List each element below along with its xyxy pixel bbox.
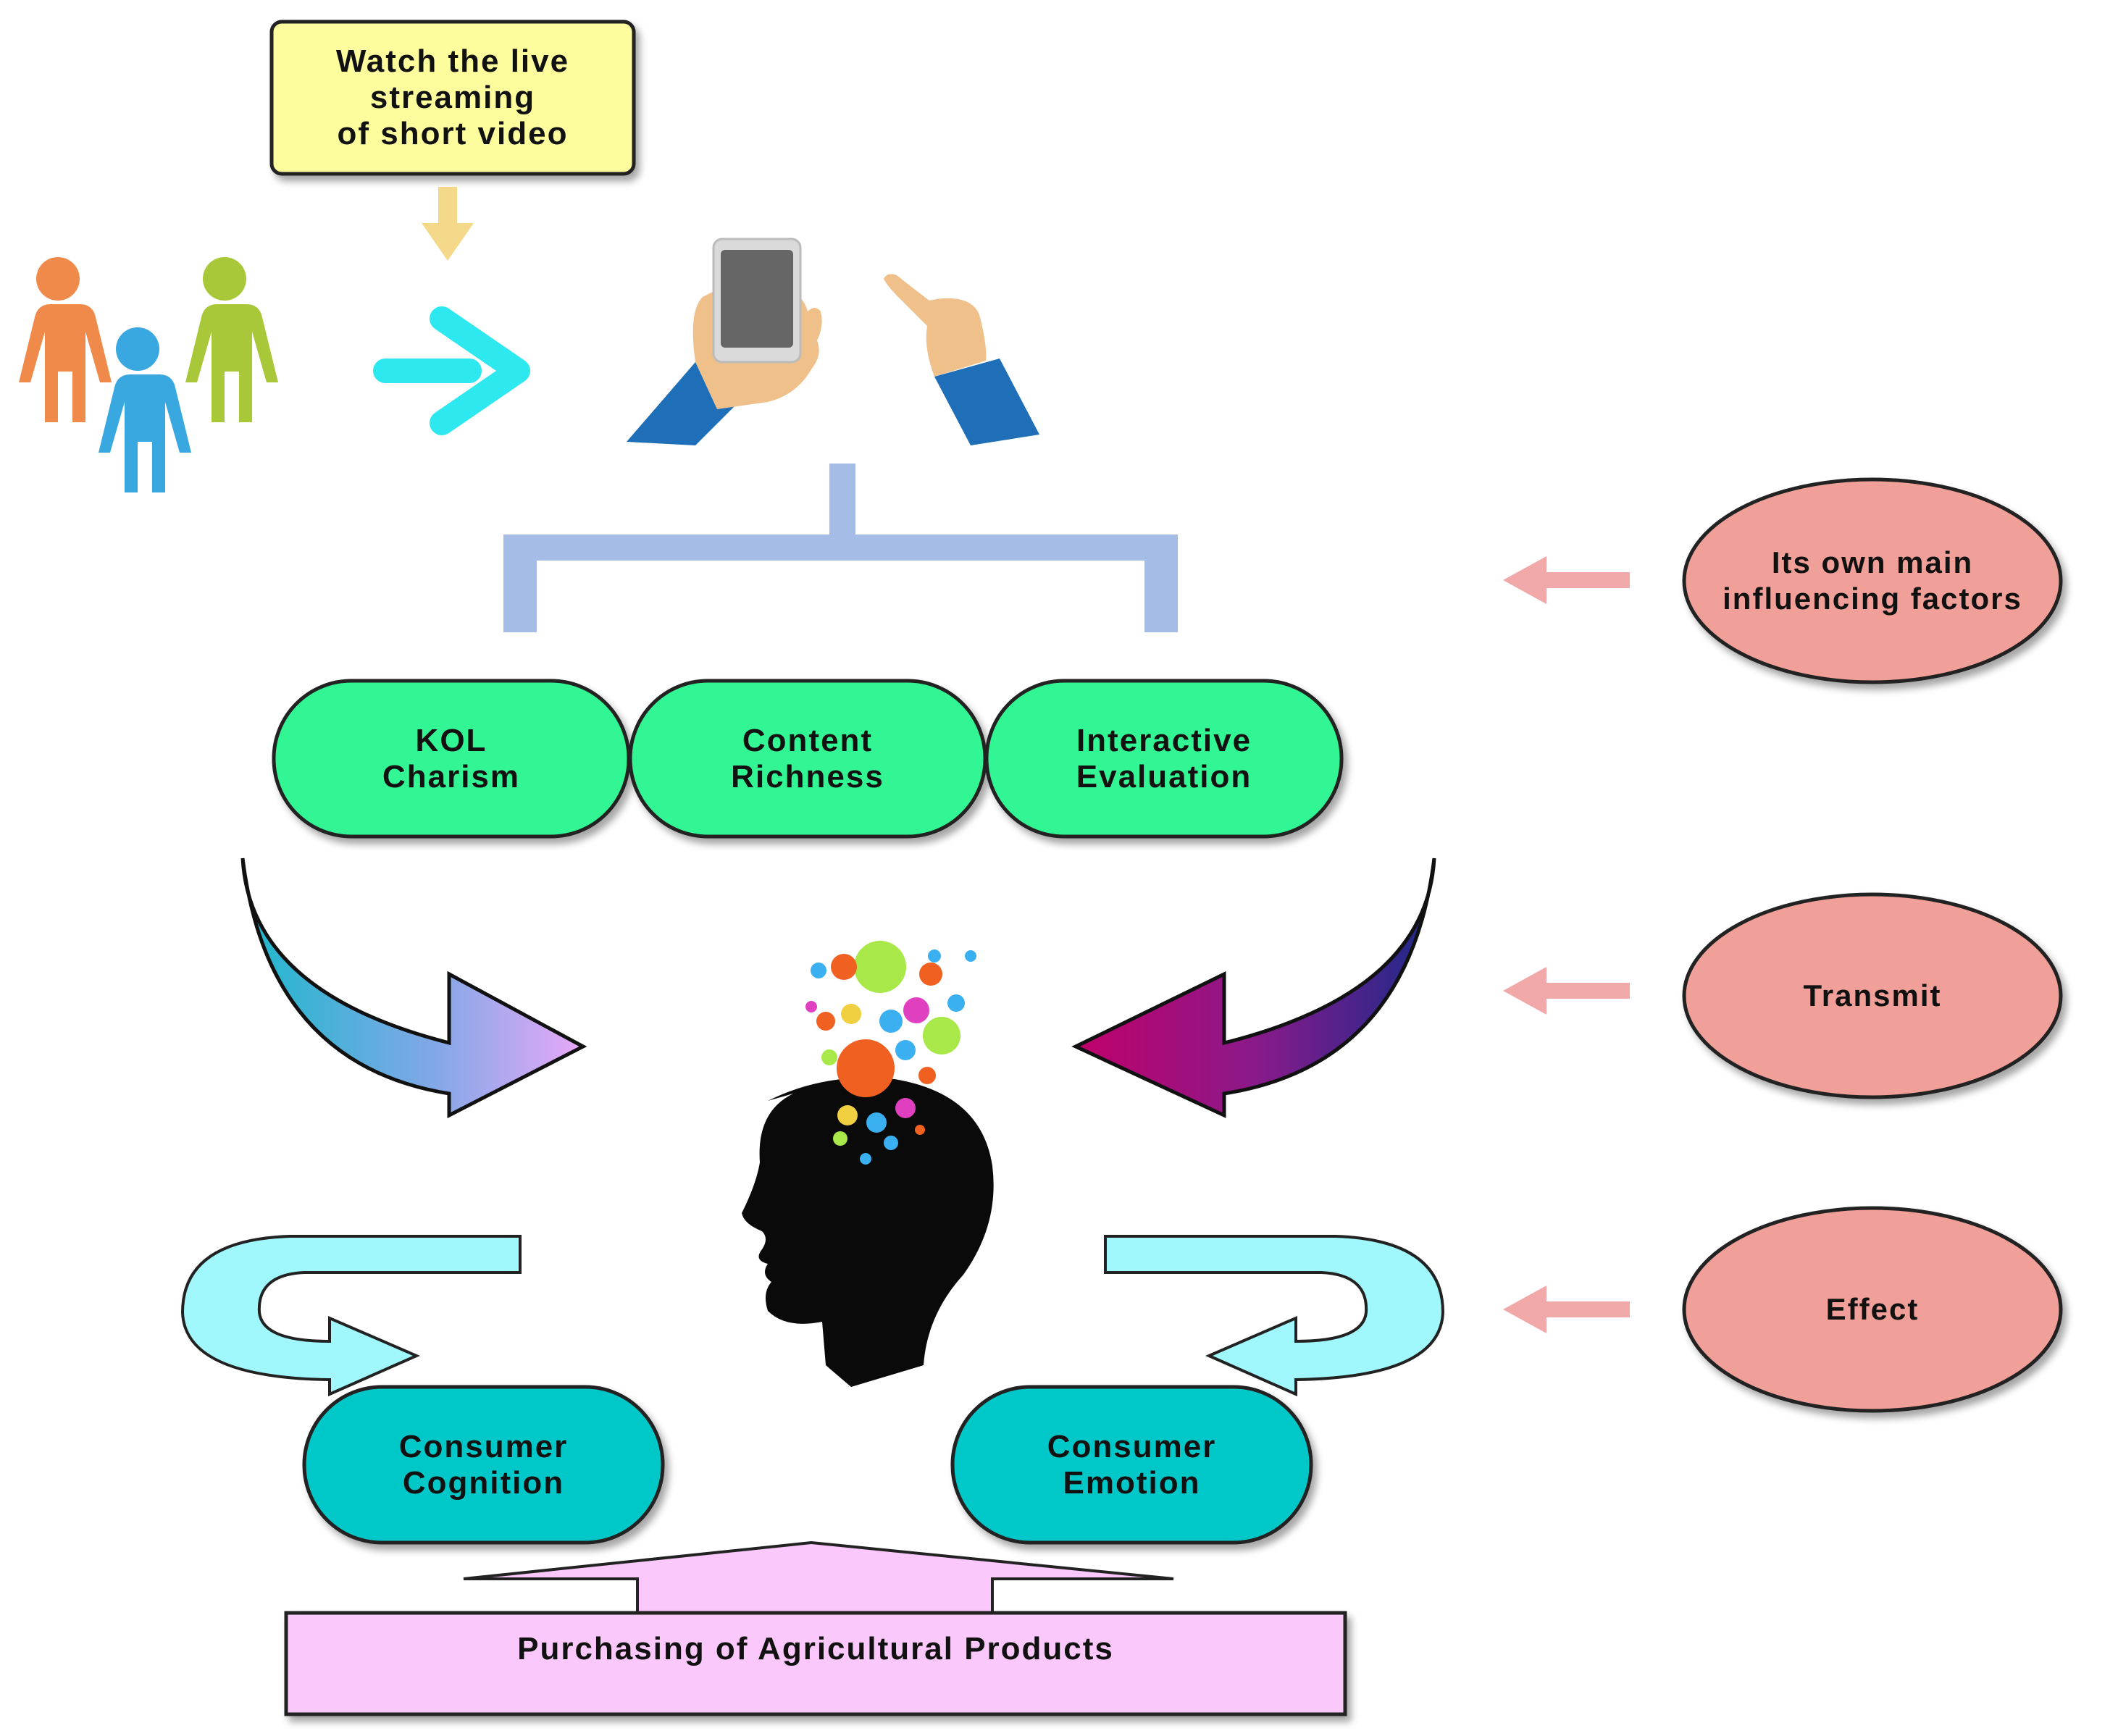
- stage-factors-line-1: Its own main: [1771, 545, 1974, 579]
- curved-arrow-left: [240, 857, 587, 1119]
- stage-ellipse-transmit: [1682, 892, 2063, 1099]
- cyan-right-arrow: [373, 306, 530, 435]
- outcome-ellipse-cognition: [302, 1385, 665, 1545]
- stage-label-transmit: Transmit: [1684, 894, 2061, 1097]
- bracket-connector: [503, 464, 1178, 632]
- factor-kol-line-2: Charism: [382, 758, 521, 794]
- curved-arrow-right: [1071, 857, 1436, 1118]
- outcome-emotion-line-2: Emotion: [1063, 1464, 1201, 1501]
- factor-content-line-2: Richness: [731, 758, 884, 794]
- small-arrow-2: [1503, 967, 1630, 1015]
- result-box: [284, 1611, 1347, 1716]
- small-arrow-3: [1503, 1286, 1630, 1333]
- callout-down-arrow: [422, 187, 474, 261]
- stage-ellipse-effect: [1682, 1206, 2063, 1413]
- outcome-cognition-line-1: Consumer: [398, 1428, 569, 1464]
- factor-label-interactive: Interactive Evaluation: [987, 681, 1341, 836]
- outcome-label-cognition: Consumer Cognition: [304, 1387, 663, 1543]
- factor-kol-line-1: KOL: [415, 722, 487, 758]
- stage-effect-line-1: Effect: [1825, 1292, 1920, 1326]
- factor-interactive-line-1: Interactive: [1076, 722, 1252, 758]
- callout-label: Watch the live streaming of short video: [272, 22, 634, 174]
- result-label: Purchasing of Agricultural Products: [517, 1631, 1114, 1666]
- factor-interactive-line-2: Evaluation: [1076, 758, 1252, 794]
- factor-label-kol: KOL Charism: [274, 681, 629, 836]
- outcome-label-emotion: Consumer Emotion: [953, 1387, 1311, 1543]
- stage-factors-line-2: influencing factors: [1723, 582, 2022, 616]
- curl-arrow-left: [180, 1235, 522, 1397]
- outcome-cognition-line-2: Cognition: [402, 1464, 565, 1501]
- callout-line-3: of short video: [337, 116, 569, 151]
- hands-holding-phone-icon: [627, 238, 1039, 445]
- callout-line-2: streaming: [369, 80, 536, 115]
- stage-ellipse-factors: [1682, 477, 2063, 684]
- callout-box: [269, 20, 636, 176]
- small-arrow-1: [1503, 556, 1630, 604]
- stage-label-factors: Its own main influencing factors: [1684, 479, 2061, 682]
- outcome-emotion-line-1: Consumer: [1047, 1428, 1217, 1464]
- people-icon: [19, 257, 278, 492]
- factor-label-content: Content Richness: [630, 681, 985, 836]
- curl-arrow-right: [1104, 1235, 1445, 1397]
- head-silhouette-icon: [742, 941, 994, 1387]
- outcome-ellipse-emotion: [950, 1385, 1313, 1545]
- factor-content-line-1: Content: [742, 722, 874, 758]
- factor-ellipse-interactive: [984, 679, 1344, 839]
- result-up-arrow: [463, 1540, 1174, 1614]
- callout-line-1: Watch the live: [335, 43, 570, 79]
- stage-label-effect: Effect: [1684, 1208, 2061, 1411]
- stage-transmit-line-1: Transmit: [1803, 978, 1942, 1012]
